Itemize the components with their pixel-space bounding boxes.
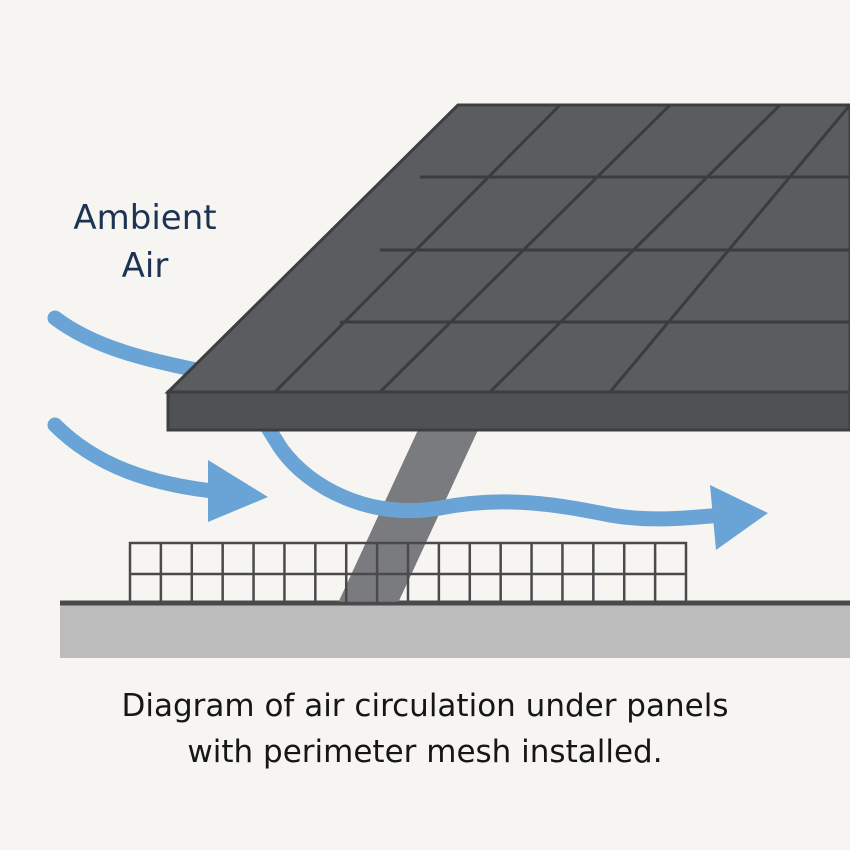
panel-column-line (488, 103, 782, 394)
airflow-arrow-lower (47, 417, 230, 500)
airflow-arrowhead-upper (710, 485, 768, 550)
ground-slab (60, 603, 850, 658)
ambient-air-label-line1: Ambient (73, 198, 217, 238)
caption-line1: Diagram of air circulation under panels (121, 688, 729, 724)
panel-column-line (378, 103, 672, 394)
diagram-caption: Diagram of air circulation under panels … (25, 683, 825, 775)
ambient-air-label: Ambient Air (40, 194, 250, 290)
caption-line2: with perimeter mesh installed. (187, 734, 663, 770)
solar-panel-front-edge (166, 390, 850, 432)
solar-panel-cell-grid (273, 103, 850, 394)
perimeter-mesh (128, 541, 688, 605)
airflow-stream-upper (47, 310, 730, 527)
panel-column-line (608, 104, 850, 393)
airflow-arrowhead-lower (208, 460, 268, 522)
ambient-air-label-line2: Air (121, 246, 169, 286)
panel-column-line (273, 103, 562, 394)
